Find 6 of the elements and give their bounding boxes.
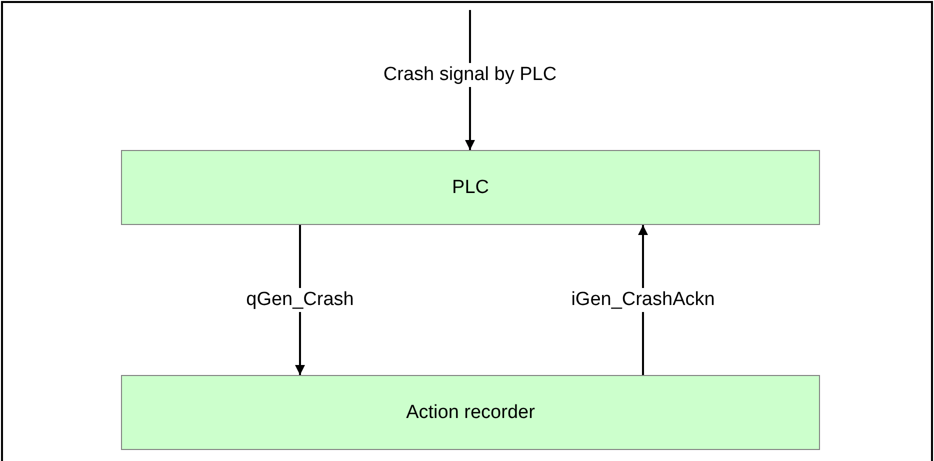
process-box — [121, 150, 820, 225]
box-label: PLC — [452, 176, 489, 198]
edge-label: qGen_Crash — [244, 288, 356, 312]
box-label: Action recorder — [406, 402, 535, 424]
process-box — [121, 375, 820, 450]
edge-label: Crash signal by PLC — [381, 63, 559, 87]
